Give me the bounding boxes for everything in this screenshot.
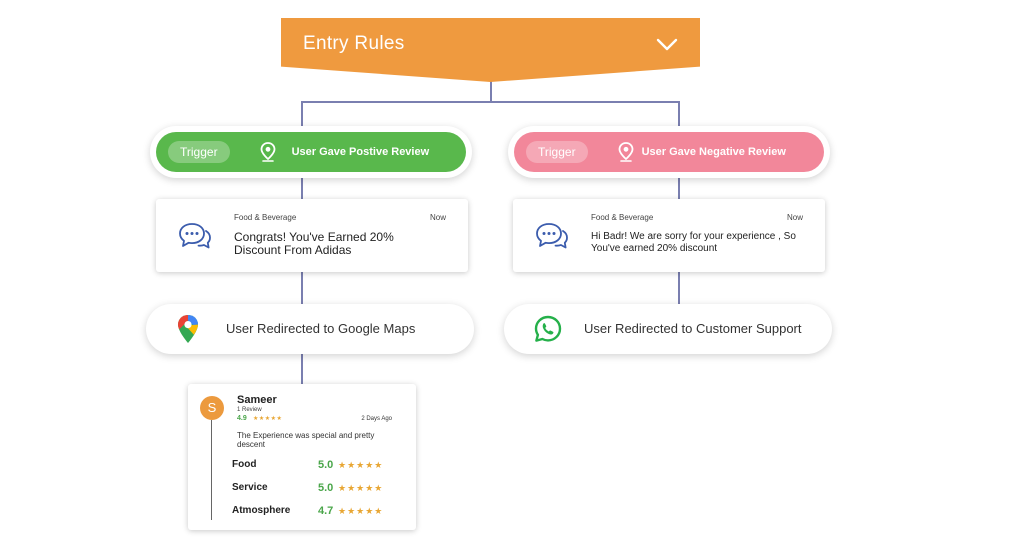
notification-positive[interactable]: Food & Beverage Now Congrats! You've Ear… [156,199,468,272]
star-icon: ★★★★★ [338,483,384,493]
rating-score: 4.7 [318,505,334,517]
chevron-down-icon[interactable] [656,38,678,52]
whatsapp-icon [534,315,562,342]
trigger-negative-label: User Gave Negative Review [641,146,786,158]
rating-row-service: Service 5.0 ★★★★★ [232,482,402,496]
review-text: The Experience was special and pretty de… [237,431,375,449]
connector-right-low [678,271,680,305]
connector-right-mid [678,176,680,200]
rating-category: Food [232,459,257,470]
rating-row-atmosphere: Atmosphere 4.7 ★★★★★ [232,505,402,519]
notification-message: Hi Badr! We are sorry for your experienc… [591,231,796,254]
redirect-google-maps[interactable]: User Redirected to Google Maps [146,304,474,354]
review-date: 2 Days Ago [361,416,392,422]
trigger-negative[interactable]: Trigger User Gave Negative Review [508,126,830,178]
reviewer-name: Sameer [237,394,277,406]
review-count: 1 Review [237,407,262,413]
star-icon: ★★★★★ [338,460,384,470]
chat-bubbles-icon [536,223,568,249]
entry-rules-banner[interactable]: Entry Rules [281,18,700,82]
location-pin-icon [260,142,275,162]
review-rating: 4.9 [237,415,247,422]
notification-category: Food & Beverage [234,213,297,222]
location-pin-icon [618,142,633,162]
trigger-chip: Trigger [526,141,588,163]
rating-row-food: Food 5.0 ★★★★★ [232,459,402,473]
rating-score: 5.0 [318,482,334,494]
entry-rules-title: Entry Rules [303,33,405,54]
trigger-negative-body: Trigger User Gave Negative Review [514,132,824,172]
notification-message: Congrats! You've Earned 20% Discount Fro… [234,230,394,257]
trigger-positive[interactable]: Trigger User Gave Postive Review [150,126,472,178]
google-maps-icon [178,315,198,343]
redirect-google-maps-label: User Redirected to Google Maps [226,321,416,336]
connector-left-bottom [301,353,303,385]
connector-left-top [301,101,303,131]
rating-category: Service [232,482,268,493]
connector-left-mid [301,176,303,200]
star-icon: ★★★★★ [253,416,283,422]
connector-horizontal [301,101,680,103]
chat-bubbles-icon [179,223,211,249]
review-timeline [211,420,212,520]
avatar: S [200,396,224,420]
rating-score: 5.0 [318,459,334,471]
notification-time: Now [429,213,446,222]
trigger-positive-body: Trigger User Gave Postive Review [156,132,466,172]
connector-entry-down [490,80,492,102]
notification-category: Food & Beverage [591,213,654,222]
rating-category: Atmosphere [232,505,291,516]
notification-negative[interactable]: Food & Beverage Now Hi Badr! We are sorr… [513,199,825,272]
notification-time: Now [786,213,803,222]
connector-right-top [678,101,680,131]
connector-left-low [301,271,303,305]
trigger-chip: Trigger [168,141,230,163]
trigger-positive-label: User Gave Postive Review [291,146,430,158]
review-card: S Sameer 1 Review 4.9 ★★★★★ 2 Days Ago T… [188,384,416,530]
star-icon: ★★★★★ [338,506,384,516]
redirect-customer-support-label: User Redirected to Customer Support [584,321,802,336]
redirect-customer-support[interactable]: User Redirected to Customer Support [504,304,832,354]
